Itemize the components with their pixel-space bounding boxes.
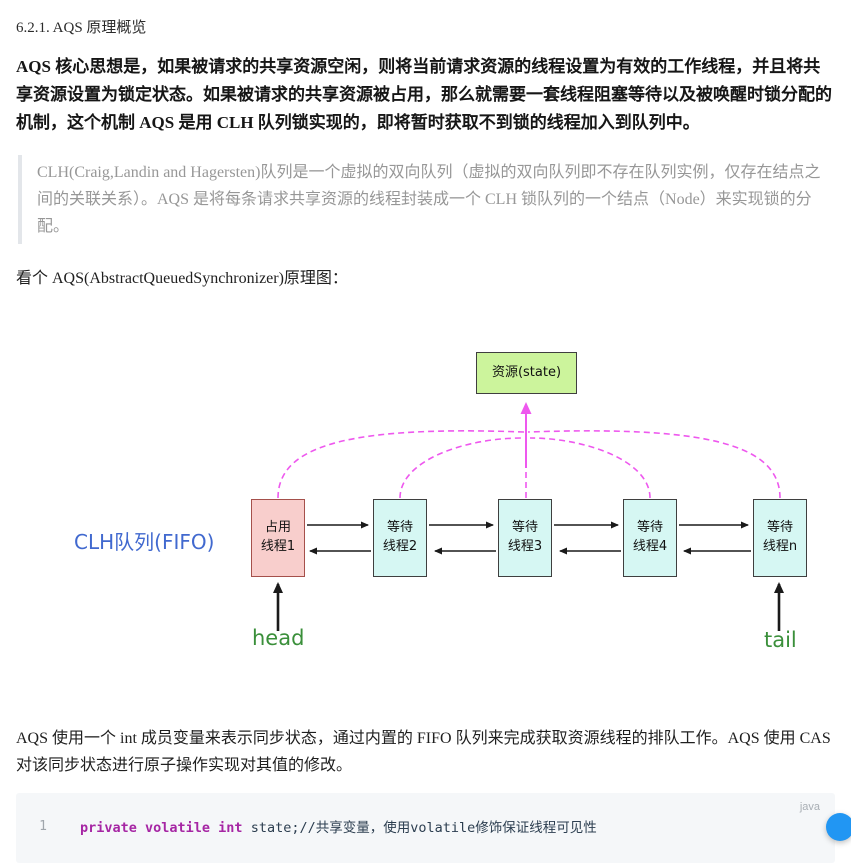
node-label-line2: 线程3 [507, 539, 543, 554]
resource-state-box: 资源(state) [476, 352, 577, 394]
resource-request-arrows [277, 402, 781, 499]
node-label-line1: 等待 [636, 520, 663, 536]
node-label-line1: 等待 [766, 520, 793, 536]
code-line: private volatile int state;//共享变量，使用vola… [80, 818, 823, 838]
code-statement: state; [242, 820, 300, 836]
node-box-thread2: 等待 线程2 [373, 499, 427, 577]
resource-state-label: 资源(state) [491, 364, 562, 380]
clh-queue-label: CLH队列(FIFO) [74, 530, 215, 554]
node-box-thread3: 等待 线程3 [498, 499, 552, 577]
node-box-threadn: 等待 线程n [753, 499, 807, 577]
node-label-line2: 线程4 [632, 539, 668, 554]
tail-pointer-label: tail [764, 628, 797, 652]
diagram-arrows [273, 402, 784, 631]
node-box-thread4: 等待 线程4 [623, 499, 677, 577]
node-label-line1: 等待 [511, 520, 538, 536]
code-language-badge: java [799, 801, 820, 813]
clh-blockquote: CLH(Craig,Landin and Hagersten)队列是一个虚拟的双… [18, 155, 835, 244]
aqs-diagram: 资源(state) CLH队列(FIFO) 占用 线程1 等待 线程2 等待 线… [16, 338, 835, 683]
node-box-thread1: 占用 线程1 [251, 499, 305, 577]
code-keywords: private volatile int [80, 820, 243, 836]
code-block: java 1 private volatile int state;//共享变量… [16, 793, 835, 863]
state-description-paragraph: AQS 使用一个 int 成员变量来表示同步状态，通过内置的 FIFO 队列来完… [16, 730, 831, 774]
head-pointer-label: head [252, 626, 305, 650]
node-label-line1: 占用 [264, 520, 291, 536]
intro-paragraph: AQS 核心思想是，如果被请求的共享资源空闲，则将当前请求资源的线程设置为有效的… [16, 57, 832, 132]
node-label-line1: 等待 [386, 520, 413, 536]
node-label-line2: 线程1 [260, 539, 296, 554]
section-heading: 6.2.1. AQS 原理概览 [16, 20, 147, 36]
node-label-line2: 线程2 [382, 539, 418, 554]
code-comment: //共享变量，使用volatile修饰保证线程可见性 [299, 820, 597, 836]
node-label-line2: 线程n [762, 539, 798, 554]
floating-action-button[interactable] [826, 813, 851, 841]
diagram-intro-paragraph: 看个 AQS(AbstractQueuedSynchronizer)原理图： [16, 270, 348, 287]
code-line-number: 1 [39, 819, 47, 834]
